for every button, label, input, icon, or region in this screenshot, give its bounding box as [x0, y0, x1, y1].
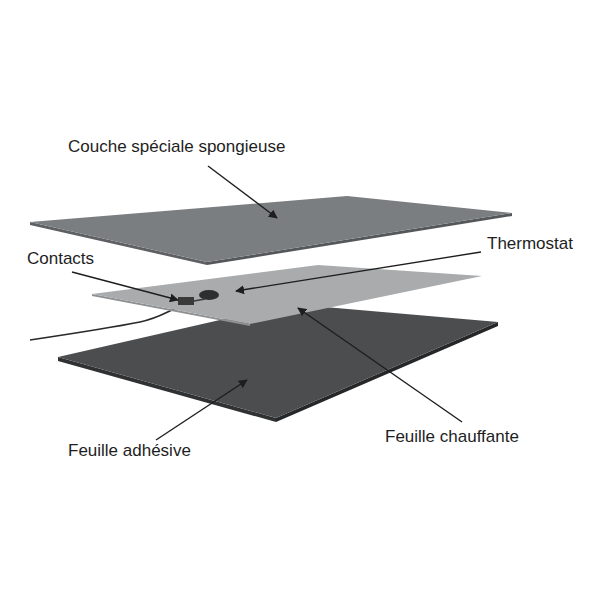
heating-sheet [92, 265, 482, 326]
part-label: Feuille chauffante [385, 427, 519, 447]
part-label: Contacts [27, 249, 94, 269]
part-label: Feuille adhésive [68, 441, 191, 461]
leader-lines [72, 166, 481, 440]
contacts-block [178, 297, 194, 305]
adhesive-sheet [58, 304, 498, 422]
part-label: Couche spéciale spongieuse [68, 137, 285, 157]
thermostat-symbol [199, 290, 219, 300]
sponge-layer [30, 196, 512, 265]
part-label: Thermostat [487, 234, 573, 254]
